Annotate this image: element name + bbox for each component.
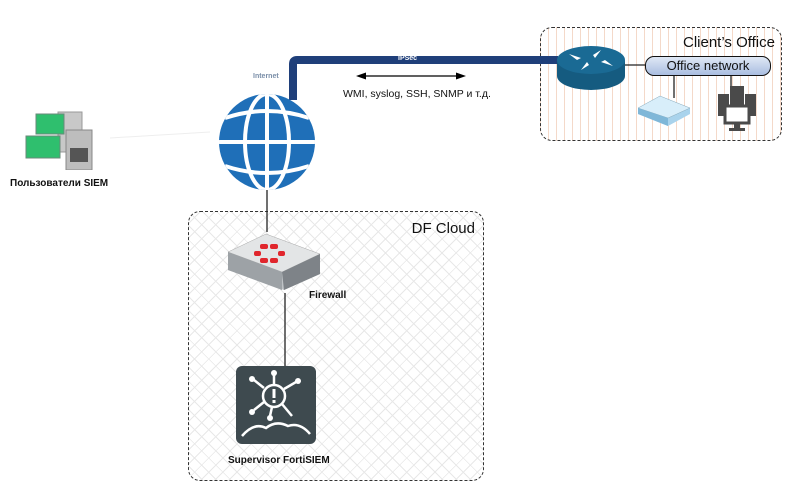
workstations-icon[interactable] [22, 108, 102, 170]
network-appliance-icon[interactable] [636, 92, 692, 126]
globe-icon[interactable] [215, 92, 319, 192]
link-users-internet [109, 131, 211, 139]
users-label: Пользователи SIEM [10, 178, 109, 189]
office-network-bus[interactable]: Office network [645, 56, 771, 76]
office-network-label: Office network [666, 58, 750, 73]
arrow-head-left [356, 72, 366, 80]
df-cloud-title: DF Cloud [411, 220, 475, 237]
router-icon[interactable] [555, 44, 627, 92]
protocols-label: WMI, syslog, SSH, SNMP и т.д. [343, 88, 491, 100]
supervisor-label: Supervisor FortiSIEM [228, 455, 330, 466]
fortisiem-icon[interactable] [236, 366, 316, 444]
arrow-head-right [456, 72, 466, 80]
servers-workstation-icon[interactable] [717, 86, 757, 132]
ipsec-tunnel [289, 56, 558, 100]
firewall-label: Firewall [309, 290, 347, 301]
fortigate-firewall-icon[interactable] [226, 228, 322, 294]
internet-label: Internet [253, 73, 279, 80]
client-office-title: Client’s Office [683, 34, 775, 51]
ipsec-label: IPSec [398, 55, 418, 62]
